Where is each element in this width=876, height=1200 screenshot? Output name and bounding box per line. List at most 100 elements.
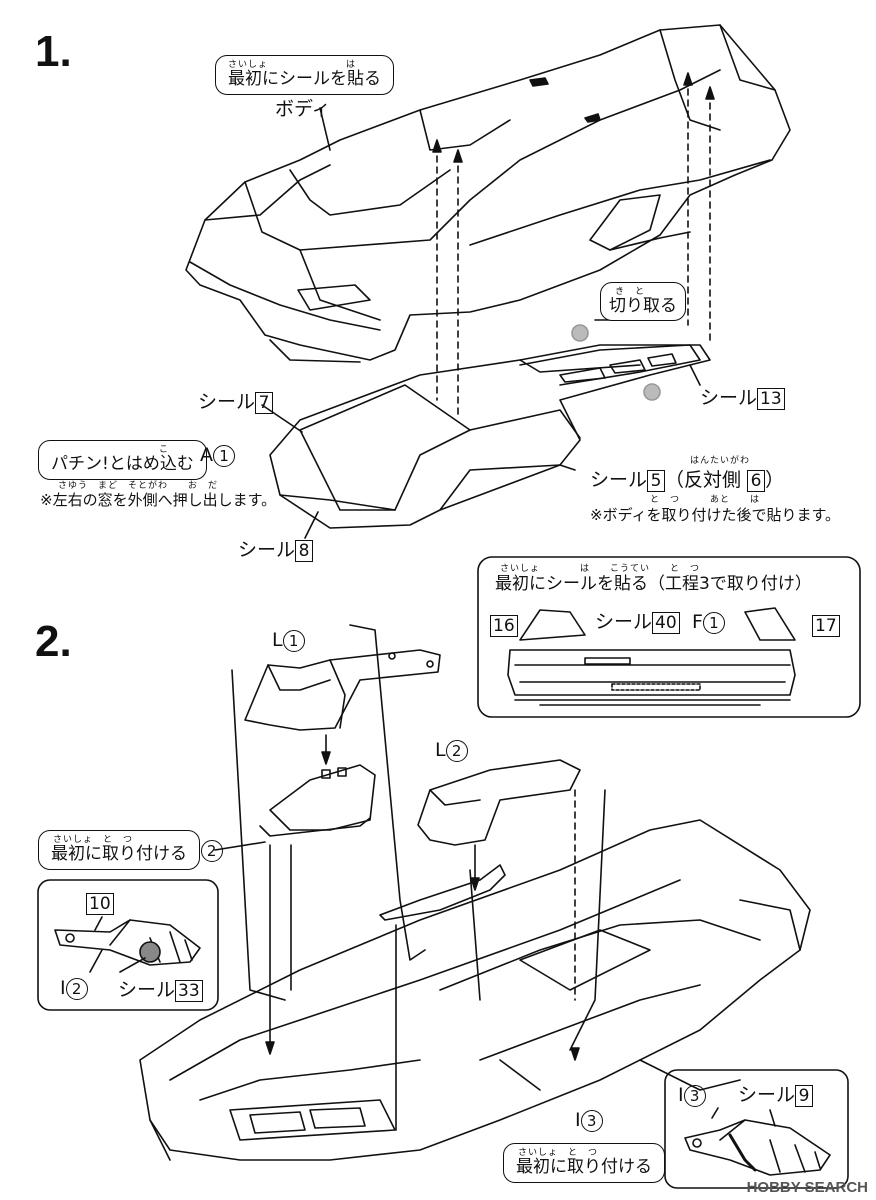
first-seal-note: さいしょ は 最初にシールを貼る [215,55,394,95]
detail-left-i-number: 2 [65,978,88,1000]
car-body-outline [185,24,791,363]
attach-first-2-ruby: さいしょ と つ [518,1148,599,1158]
inset-title-ruby: さいしょ は こうてい と つ [500,564,701,574]
detail-right-i-number: 3 [683,1085,706,1107]
guide-lines-step2 [231,624,606,1131]
seal-7-text: シール [198,391,256,413]
part-l2-number: 2 [445,740,468,762]
part-lower-bracket [259,764,376,837]
inset-17: 17 [812,615,840,637]
seal-7-number: 7 [255,392,274,414]
seal-17-number: 17 [812,615,840,637]
cut-text: 切り取る [609,296,677,316]
part-a-letter: A [200,444,213,466]
attach-first-2-text: 最初に取り付ける [516,1157,652,1177]
detail-left-10: 10 [86,893,114,915]
seal-8-text: シール [238,539,296,561]
guide-lines-step1 [436,77,711,416]
seal-5-number: 5 [647,470,666,492]
detail-box-left [37,879,219,1011]
seal-40-number: 40 [652,612,680,634]
seal-9-number: 9 [795,1085,814,1107]
guide-arrows-step1 [432,72,715,163]
part-f-letter: F [692,611,703,633]
push-note: ※左右の窓を外側へ押し出します。 [40,491,277,509]
part-i3-number: 3 [580,1110,603,1132]
attach-first-1-ruby: さいしょ と つ [53,835,134,845]
part-i3-letter: I [575,1109,581,1131]
snap-text: パチン!とはめ込む [51,454,194,474]
seal-9-text: シール [738,1084,796,1106]
window-part-outline [269,344,711,529]
ruby-saisho: さいしょ [228,60,269,70]
after-ruby: と つ あと は [650,495,761,505]
watermark: HOBBY SEARCH [746,1179,868,1196]
part-L2-outline [379,759,581,921]
attach-first-note-2: さいしょ と つ 最初に取り付ける [503,1143,665,1183]
inset-box [477,556,861,718]
seal-5-text: シール [590,469,648,491]
step-number-1: 1. [35,27,72,76]
first-seal-text: 最初にシールを貼る [228,69,381,89]
seal-33-text: シール [118,979,176,1001]
leader-lines-step1 [261,107,701,539]
seal-13-text: シール [700,387,758,409]
body-label: ボディ [275,98,331,120]
part-a-number: 1 [213,445,235,467]
car-chassis-outline [139,819,811,1161]
snap-ruby: こ [159,445,170,455]
detail-left-art [54,916,201,973]
after-note: ※ボディを取り付けた後で貼ります。 [590,506,841,524]
detail-box-right [664,1069,849,1189]
seal-10-number: 10 [86,893,114,915]
inset-title: 最初にシールを貼る（工程3で取り付け） [495,574,812,594]
inset-front-art [507,607,796,706]
detail-right-i-letter: I [678,1084,684,1106]
seal-8-number: 8 [295,540,314,562]
cut-tabs [571,324,661,401]
attach-first-note-1: さいしょ と つ 最初に取り付ける [38,830,200,870]
guide-arrows-step2 [265,751,580,1061]
ruby-ha: は [346,60,357,70]
leader-lines-step2 [214,841,541,1091]
part-f-number: 1 [702,612,725,634]
seal-13-number: 13 [757,388,785,410]
part-l2-letter: L [435,739,446,761]
part-i2-number: 2 [200,840,223,862]
part-l1-letter: L [272,629,283,651]
seal-33-number: 33 [175,980,203,1002]
seal-16-number: 16 [490,615,518,637]
step-number-2: 2. [35,617,72,666]
push-ruby: さゆう まど そとがわ お だ [58,481,219,491]
detail-left-i-letter: I [60,977,66,999]
cut-ruby: き と [615,287,646,297]
seal-40-text: シール [595,611,653,633]
seal-6-opp-close: ） [765,469,785,491]
inset-16: 16 [490,615,518,637]
detail-right-art [684,1107,831,1176]
part-l1-number: 1 [282,630,305,652]
seal-6-number: 6 [747,470,766,492]
snap-note: こ パチン!とはめ込む [38,440,207,480]
seal-6-opp-open: （反対側 [665,469,742,491]
seal-5-ruby: はんたいがわ [690,456,751,466]
part-L1-outline [244,649,441,731]
cut-note: き と 切り取る [600,282,686,321]
attach-first-1-text: 最初に取り付ける [51,844,187,864]
